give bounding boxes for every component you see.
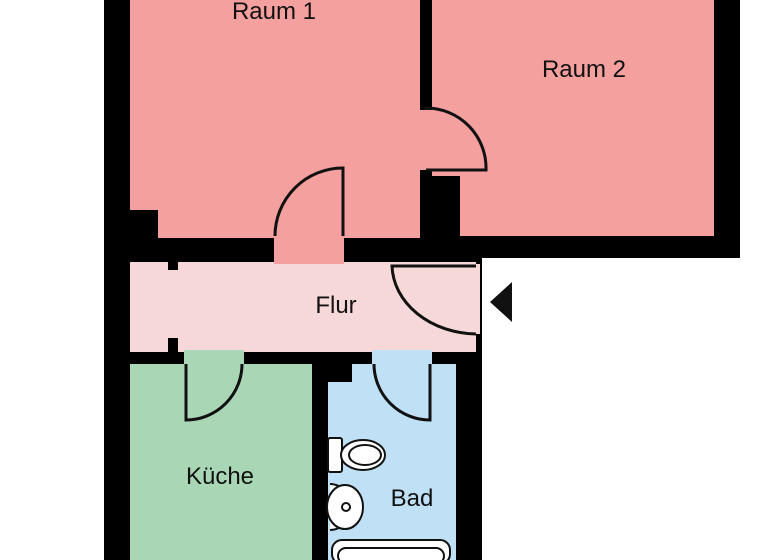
room-raum1 bbox=[130, 0, 420, 238]
bathtub-icon bbox=[331, 539, 451, 560]
room-flur bbox=[130, 262, 476, 352]
entrance-arrow-icon bbox=[490, 282, 512, 322]
door-raum2 bbox=[424, 106, 488, 172]
door-kueche bbox=[184, 363, 244, 422]
label-raum2: Raum 2 bbox=[542, 56, 626, 83]
label-kueche: Küche bbox=[186, 463, 254, 490]
room-fills bbox=[130, 0, 714, 560]
door-raum1 bbox=[273, 166, 345, 237]
room-kueche bbox=[130, 364, 312, 560]
label-flur: Flur bbox=[315, 292, 356, 319]
door-bad bbox=[372, 363, 432, 422]
door-entrance bbox=[390, 264, 477, 336]
flur-openings bbox=[168, 262, 178, 352]
sink-icon bbox=[326, 483, 364, 531]
doors bbox=[184, 106, 488, 422]
label-raum1: Raum 1 bbox=[232, 0, 316, 25]
toilet-icon bbox=[327, 437, 386, 473]
room-raum2 bbox=[432, 0, 714, 236]
label-bad: Bad bbox=[391, 485, 434, 512]
